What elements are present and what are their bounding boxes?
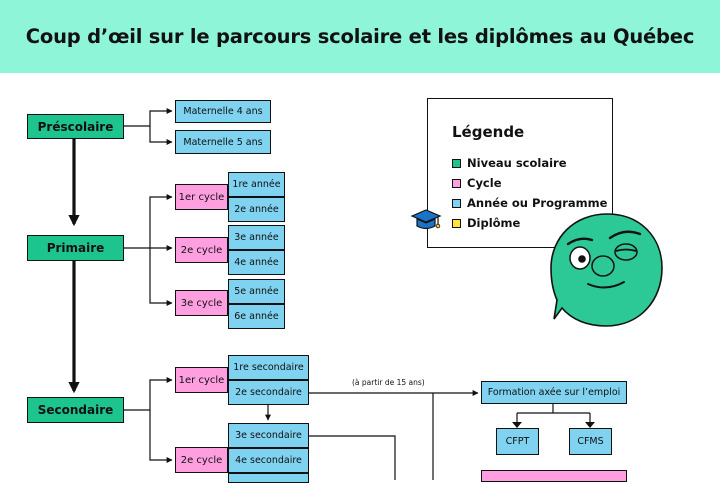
legend-item-diplome: Diplôme: [452, 216, 520, 230]
note-age-15: (à partir de 15 ans): [352, 378, 425, 387]
level-primaire: Primaire: [27, 235, 124, 261]
year-2e-annee: 2e année: [228, 197, 285, 222]
legend-title: Légende: [452, 123, 525, 141]
secondaire-cycle-2: 2e cycle: [175, 447, 228, 473]
year-3e-annee: 3e année: [228, 225, 285, 250]
program-cfpt: CFPT: [496, 428, 539, 455]
item-maternelle-5: Maternelle 5 ans: [175, 130, 271, 154]
year-4e-secondaire: 4e secondaire: [228, 448, 309, 473]
legend-swatch-year: [452, 198, 461, 208]
legend-label: Année ou Programme: [467, 196, 608, 210]
legend-item-cycle: Cycle: [452, 176, 502, 190]
legend-swatch-diploma: [452, 218, 461, 228]
program-cfms: CFMS: [569, 428, 612, 455]
legend-swatch-cycle: [452, 178, 461, 188]
year-1re-annee: 1re année: [228, 172, 285, 197]
year-3e-secondaire: 3e secondaire: [228, 423, 309, 448]
item-maternelle-4: Maternelle 4 ans: [175, 100, 271, 123]
year-4e-annee: 4e année: [228, 250, 285, 275]
secondaire-cycle-1: 1er cycle: [175, 367, 228, 393]
graduation-cap-icon: [410, 209, 442, 230]
legend-label: Diplôme: [467, 216, 521, 230]
legend-item-annee: Année ou Programme: [452, 196, 607, 210]
formation-emploi: Formation axée sur l’emploi: [481, 381, 627, 404]
primaire-cycle-3: 3e cycle: [175, 290, 228, 316]
legend-swatch-level: [452, 158, 461, 168]
level-prescolaire: Préscolaire: [27, 114, 124, 139]
legend-item-niveau: Niveau scolaire: [452, 156, 567, 170]
primaire-cycle-2: 2e cycle: [175, 237, 228, 263]
level-secondaire: Secondaire: [27, 397, 124, 423]
primaire-cycle-1: 1er cycle: [175, 184, 228, 210]
year-5e-annee: 5e année: [228, 279, 285, 304]
mascot-face-icon: [550, 213, 663, 327]
year-6e-annee: 6e année: [228, 304, 285, 329]
partial-pink-box: [481, 470, 627, 482]
year-next-partial: [228, 473, 309, 483]
year-1re-secondaire: 1re secondaire: [228, 355, 309, 380]
legend-label: Cycle: [467, 176, 502, 190]
page-header: Coup d’œil sur le parcours scolaire et l…: [0, 0, 720, 73]
year-2e-secondaire: 2e secondaire: [228, 380, 309, 405]
legend-label: Niveau scolaire: [467, 156, 567, 170]
page-title: Coup d’œil sur le parcours scolaire et l…: [25, 25, 695, 48]
